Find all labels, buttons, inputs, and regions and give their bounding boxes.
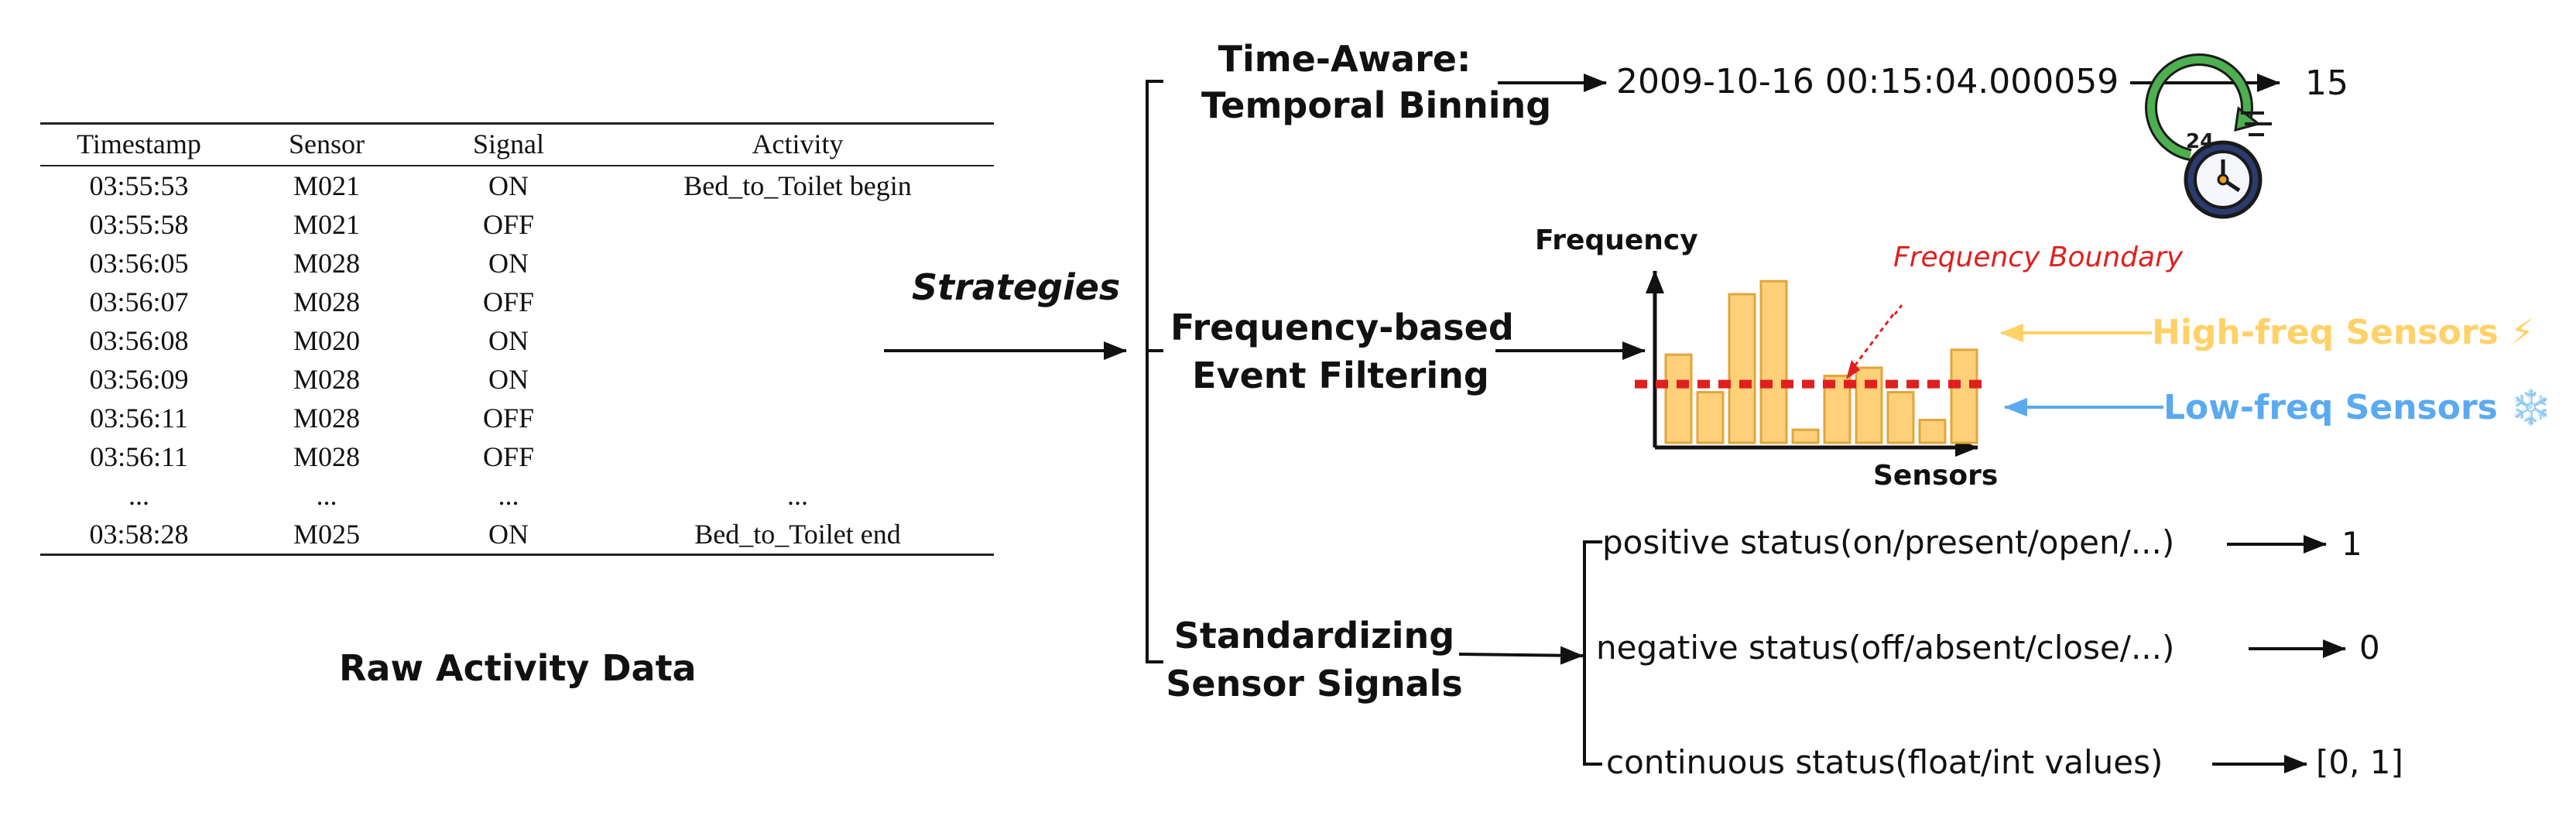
table-cell: ON: [488, 170, 529, 201]
strategies-bracket: [1146, 80, 1163, 663]
column-header: Timestamp: [40, 122, 238, 166]
table-row: 03:56:11 M028 OFF: [40, 399, 994, 437]
column-header: Sensor: [238, 122, 416, 166]
column-header: Signal: [416, 122, 601, 166]
table-cell: 03:56:11: [90, 441, 188, 472]
positive-status-value: 1: [2341, 525, 2362, 563]
table-cell: M028: [293, 403, 360, 434]
x-axis-label: Sensors: [1873, 460, 1999, 492]
table-cell: 03:56:08: [89, 325, 189, 356]
time-aware-title: Time-Aware: Temporal Binning: [1201, 36, 1552, 129]
continuous-status-label: continuous status(float/int values): [1606, 743, 2163, 781]
time-aware-title-line1: Time-Aware:: [1218, 38, 1471, 80]
standardize-title-line2: Sensor Signals: [1166, 663, 1463, 704]
table-row: 03:55:53 M021 ON Bed_to_Toilet begin: [40, 166, 994, 205]
frequency-bar: [1791, 428, 1820, 444]
binned-output: 15: [2305, 63, 2348, 103]
table-cell: ON: [488, 248, 529, 279]
table-cell: M021: [293, 170, 360, 201]
table-row: 03:55:58 M021 OFF: [40, 205, 994, 244]
table-cell: OFF: [482, 286, 535, 317]
column-header: Activity: [601, 122, 994, 166]
table-cell: ...: [787, 480, 808, 511]
frequency-bar: [1886, 391, 1915, 444]
frequency-title-line2: Event Filtering: [1192, 355, 1489, 396]
table-cell: M020: [293, 325, 360, 356]
frequency-title: Frequency-based Event Filtering: [1170, 303, 1514, 399]
negative-status-value: 0: [2359, 629, 2380, 667]
table-cell: Bed_to_Toilet begin: [683, 170, 912, 201]
table-cell: 03:56:11: [90, 403, 188, 434]
table-cell: M021: [293, 209, 360, 240]
table-row: 03:56:07 M028 OFF: [40, 283, 994, 321]
standardize-title-line1: Standardizing: [1173, 615, 1455, 656]
positive-status-label: positive status(on/present/open/...): [1602, 523, 2175, 561]
table-cell: ON: [488, 325, 529, 356]
table-cell: ON: [488, 364, 529, 395]
frequency-bar: [1664, 353, 1693, 444]
frequency-bar: [1759, 279, 1788, 444]
strategies-label: Strategies: [912, 266, 1121, 308]
table-cell: 03:55:53: [89, 170, 189, 201]
table-row: 03:56:08 M020 ON: [40, 321, 994, 360]
table-cell: M025: [238, 515, 416, 556]
table-header-row: Timestamp Sensor Signal Activity: [40, 122, 994, 166]
raw-activity-table: Timestamp Sensor Signal Activity 03:55:5…: [40, 122, 994, 556]
frequency-bar: [1855, 366, 1883, 444]
table-cell: OFF: [482, 441, 535, 472]
low-freq-label: Low-freq Sensors ❄️: [2163, 388, 2552, 427]
standardize-title: Standardizing Sensor Signals: [1160, 612, 1469, 708]
y-axis-label: Frequency: [1535, 225, 1698, 256]
table-cell: OFF: [482, 209, 535, 240]
table-cell: M028: [293, 364, 360, 395]
table-cell: M028: [293, 286, 360, 317]
standardize-bracket: [1583, 540, 1602, 766]
table-cell: Bed_to_Toilet end: [601, 515, 994, 556]
table-row: ............: [40, 476, 994, 515]
continuous-status-value: [0, 1]: [2316, 743, 2403, 781]
table-cell: 03:56:07: [89, 286, 189, 317]
clock-number: 24: [2186, 130, 2215, 153]
frequency-bar-chart: [1635, 270, 1982, 457]
timestamp-input: 2009-10-16 00:15:04.000059: [1616, 62, 2119, 101]
standardize-arrow: [1458, 646, 1584, 665]
table-cell: ON: [416, 515, 601, 556]
frequency-bar: [1696, 391, 1725, 444]
frequency-boundary-label: Frequency Boundary: [1893, 242, 2184, 273]
frequency-bar: [1728, 293, 1756, 444]
time-aware-title-line2: Temporal Binning: [1201, 84, 1552, 126]
table-cell: ...: [498, 480, 519, 511]
table-cell: OFF: [482, 403, 535, 434]
frequency-bar: [1918, 418, 1947, 444]
frequency-title-line1: Frequency-based: [1170, 307, 1514, 348]
table-cell: M028: [293, 248, 360, 279]
high-freq-label: High-freq Sensors ⚡: [2152, 313, 2534, 352]
table-row: 03:56:05 M028 ON: [40, 244, 994, 283]
table-cell: 03:56:09: [89, 364, 189, 395]
negative-status-label: negative status(off/absent/close/...): [1596, 629, 2175, 667]
table-cell: ...: [316, 480, 337, 511]
clock-24-icon: [2145, 53, 2272, 219]
table-cell: 03:56:05: [89, 248, 189, 279]
boundary-pointer: [1850, 314, 1895, 371]
table-cell: 03:55:58: [89, 209, 189, 240]
frequency-bar: [1950, 348, 1978, 444]
table-cell: 03:58:28: [40, 515, 238, 556]
table-row: 03:56:09 M028 ON: [40, 360, 994, 399]
table-cell: M028: [293, 441, 360, 472]
table-cell: ...: [128, 480, 149, 511]
table-row: 03:56:11 M028 OFF: [40, 437, 994, 476]
raw-data-caption: Raw Activity Data: [339, 647, 697, 689]
